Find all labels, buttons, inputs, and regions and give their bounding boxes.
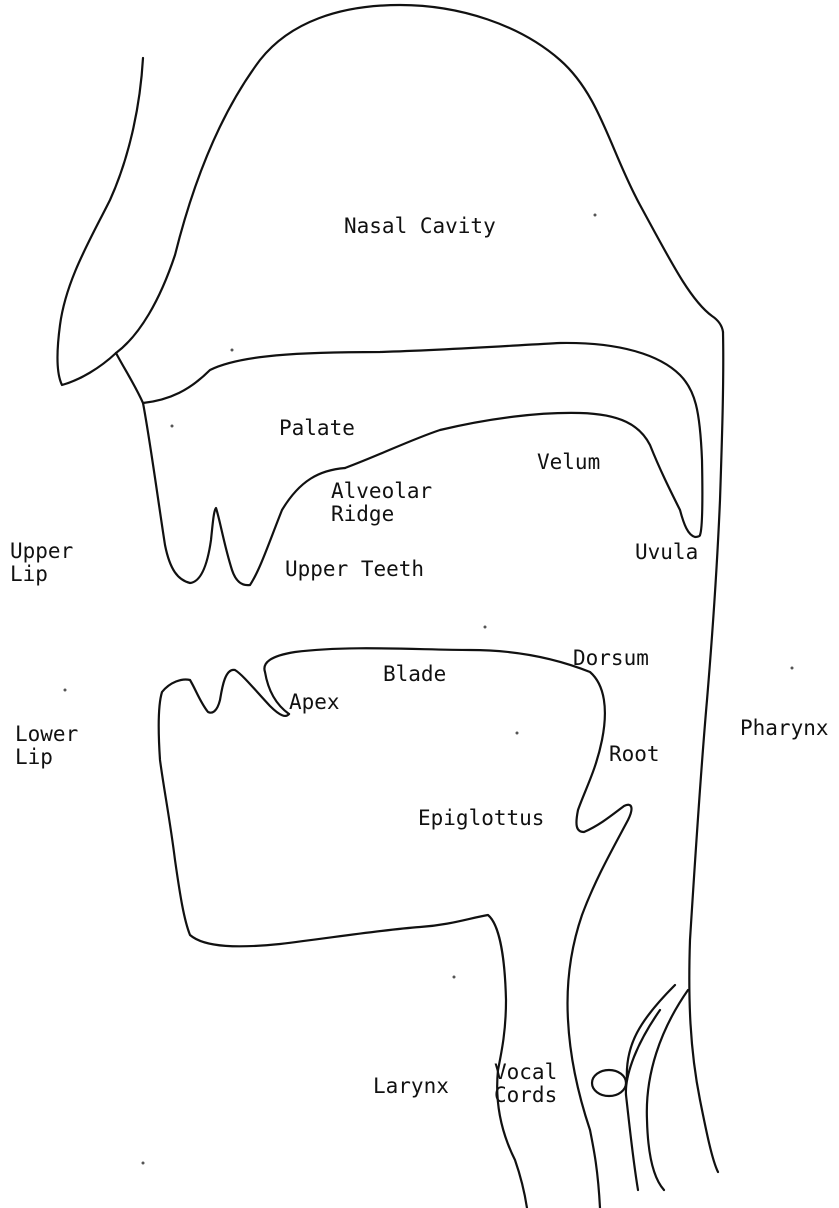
- lower-jaw-outline: [159, 670, 527, 1208]
- upper-lip-label: Upper Lip: [10, 540, 73, 586]
- velum-label: Velum: [537, 451, 600, 474]
- nose-outline: [58, 58, 143, 385]
- nasal-cavity-label: Nasal Cavity: [344, 215, 496, 238]
- pharynx-label: Pharynx: [740, 717, 829, 740]
- trachea-line-1: [627, 985, 675, 1080]
- lower-lip-label: Lower Lip: [15, 723, 78, 769]
- speck: [231, 349, 234, 352]
- apex-label: Apex: [289, 691, 340, 714]
- speck: [142, 1162, 145, 1165]
- nasal-cavity-outline: [116, 5, 723, 353]
- uvula-label: Uvula: [635, 541, 698, 564]
- pharynx-wall: [689, 332, 723, 1172]
- upper-jaw-outline: [116, 353, 345, 585]
- root-label: Root: [609, 743, 660, 766]
- vocal-cord-outline: [592, 1070, 626, 1096]
- larynx-label: Larynx: [373, 1075, 449, 1098]
- epiglottus-label: Epiglottus: [418, 807, 544, 830]
- speck: [516, 732, 519, 735]
- trachea-line-3: [626, 1095, 638, 1190]
- blade-label: Blade: [383, 663, 446, 686]
- alveolar-ridge-label: Alveolar Ridge: [331, 480, 432, 526]
- upper-teeth-label: Upper Teeth: [285, 558, 424, 581]
- speck: [791, 667, 794, 670]
- speck: [64, 689, 67, 692]
- vocal-cords-label: Vocal Cords: [494, 1061, 557, 1107]
- speck: [484, 626, 487, 629]
- speck: [453, 976, 456, 979]
- speck: [171, 425, 174, 428]
- speck: [594, 214, 597, 217]
- palate-label: Palate: [279, 417, 355, 440]
- tongue-outline: [264, 648, 631, 1208]
- dorsum-label: Dorsum: [573, 647, 649, 670]
